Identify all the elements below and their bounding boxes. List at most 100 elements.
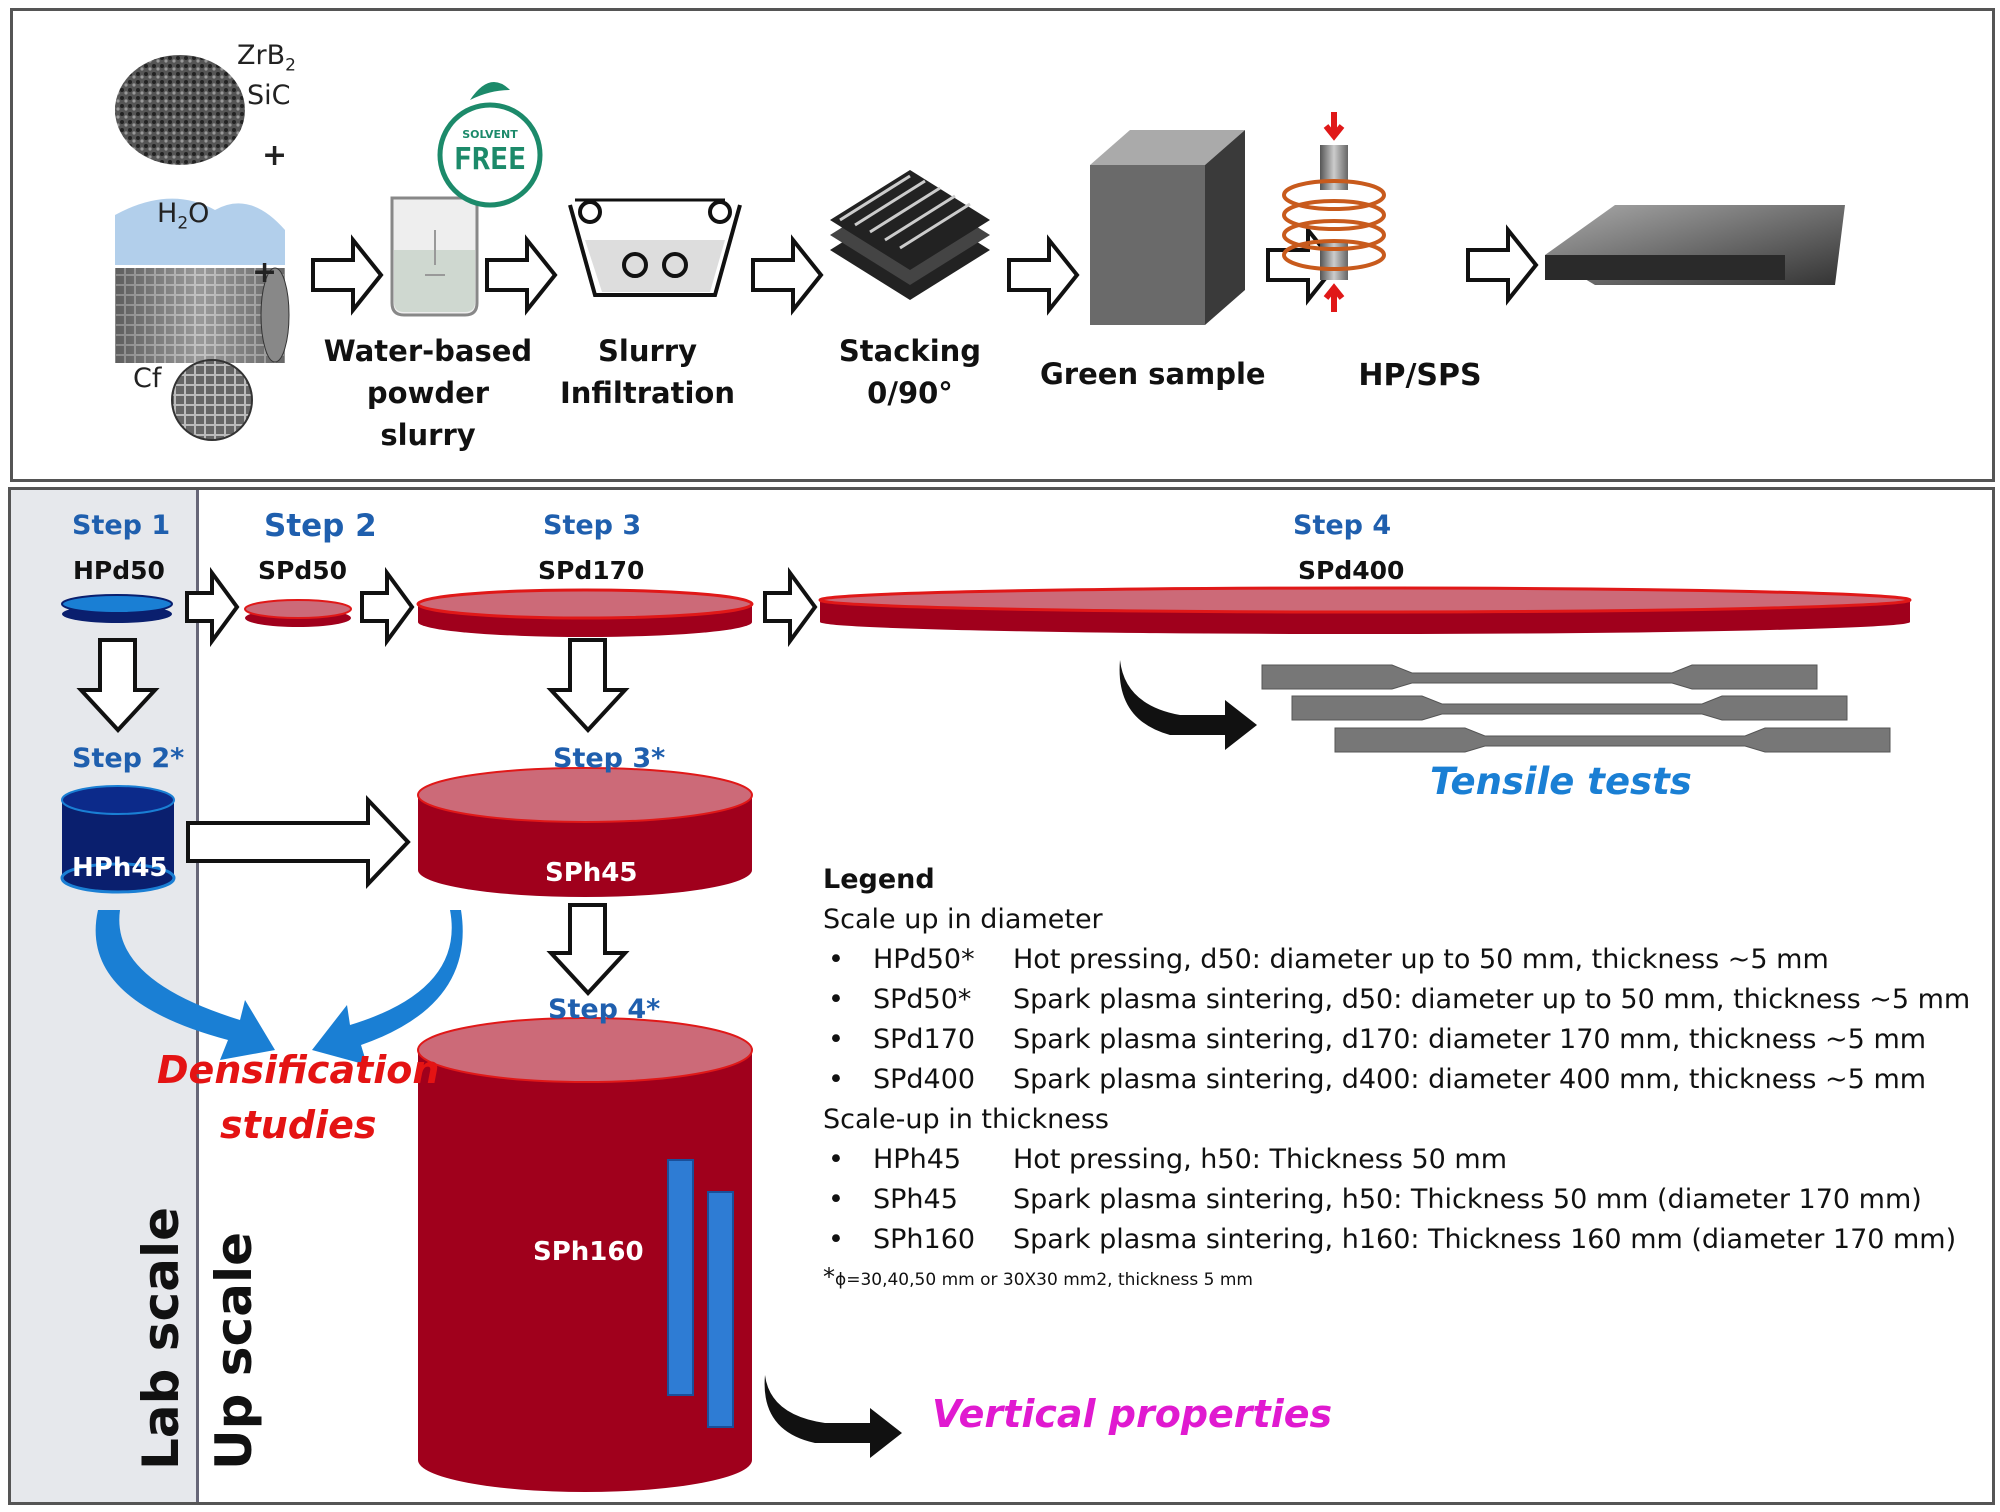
legend-code: SPd50*: [873, 984, 972, 1015]
legend-item: • SPh45 Spark plasma sintering, h50: Thi…: [823, 1180, 1993, 1220]
legend-bullet: •: [828, 984, 844, 1015]
legend-code: HPd50*: [873, 944, 975, 975]
legend-code: SPd400: [873, 1064, 976, 1095]
plus-sign-1: +: [262, 138, 288, 173]
step-3-label: Step 3: [543, 510, 642, 541]
legend: Legend Scale up in diameter • HPd50* Hot…: [823, 860, 1993, 1297]
spd50-code: SPd50: [258, 556, 348, 585]
legend-bullet: •: [828, 1024, 844, 1055]
legend-item: • HPh45 Hot pressing, h50: Thickness 50 …: [823, 1140, 1993, 1180]
sic-label: SiC: [247, 80, 291, 111]
legend-bullet: •: [828, 1184, 844, 1215]
tensile-arrow: [1119, 660, 1257, 750]
spd170-disk: [416, 588, 754, 637]
hph45-to-sph45-arrow: [186, 795, 411, 889]
green-sample-cube: [1090, 130, 1245, 325]
sph160-cylinder: [417, 1017, 753, 1492]
legend-desc: Hot pressing, h50: Thickness 50 mm: [1013, 1144, 1508, 1175]
step-stacking-label: Stacking 0/90°: [820, 330, 1000, 414]
legend-desc: Spark plasma sintering, d400: diameter 4…: [1013, 1064, 1927, 1095]
legend-code: SPh160: [873, 1224, 976, 1255]
lab-scale-label: Lab scale: [132, 1207, 190, 1470]
plus-sign-2: +: [252, 255, 278, 290]
vertical-arrow: [764, 1375, 902, 1458]
powder-image: [115, 55, 245, 165]
step-hp-sps-label: HP/SPS: [1335, 355, 1505, 397]
stacking-layers-image: [830, 170, 990, 300]
legend-desc: Spark plasma sintering, d170: diameter 1…: [1013, 1024, 1927, 1055]
solvent-free-text-line1: SOLVENT: [462, 128, 518, 141]
legend-bullet: •: [828, 944, 844, 975]
spd400-disk: [818, 586, 1912, 634]
step-water-based-slurry-label: Water-based powder slurry: [318, 330, 538, 456]
densification-label-line2: studies: [220, 1103, 377, 1147]
spd170-code: SPd170: [538, 556, 645, 585]
legend-footnote: *ϕ=30,40,50 mm or 30X30 mm2, thickness 5…: [823, 1260, 1993, 1297]
vertical-properties-label: Vertical properties: [932, 1392, 1333, 1436]
legend-desc: Hot pressing, d50: diameter up to 50 mm,…: [1013, 944, 1829, 975]
sph45-code: SPh45: [545, 858, 638, 888]
up-scale-label: Up scale: [205, 1232, 263, 1470]
legend-item: • SPd50* Spark plasma sintering, d50: di…: [823, 980, 1993, 1020]
solvent-free-badge: [437, 82, 543, 208]
step-1-label: Step 1: [72, 510, 171, 541]
legend-diameter-heading: Scale up in diameter: [823, 904, 1103, 935]
zrb2-label: ZrB2: [237, 40, 296, 76]
step-slurry-infiltration-label: Slurry Infiltration: [555, 330, 740, 414]
legend-title: Legend: [823, 864, 935, 895]
scaleup-panel: [8, 487, 1995, 1505]
infiltration-tank-image: [568, 198, 742, 297]
legend-code: HPh45: [873, 1144, 962, 1175]
carbon-weave-zoom: [171, 359, 253, 441]
tensile-tests-label: Tensile tests: [1430, 760, 1692, 803]
legend-thickness-heading: Scale-up in thickness: [823, 1104, 1109, 1135]
footnote-text: ϕ=30,40,50 mm or 30X30 mm2, thickness 5 …: [835, 1270, 1253, 1290]
sph160-code: SPh160: [533, 1237, 644, 1267]
final-composite-plate: [1545, 205, 1845, 285]
sph45-cylinder: [417, 767, 753, 897]
cf-label: Cf: [133, 363, 162, 394]
legend-desc: Spark plasma sintering, h160: Thickness …: [1013, 1224, 1957, 1255]
legend-desc: Spark plasma sintering, h50: Thickness 5…: [1013, 1184, 1922, 1215]
legend-code: SPd170: [873, 1024, 976, 1055]
carbon-fiber-image: [115, 267, 290, 363]
process-step-line: Green sample: [1040, 357, 1266, 391]
hpd50-code: HPd50: [73, 556, 165, 585]
process-illustrations: [115, 55, 1845, 441]
process-step-line: Slurry Infiltration: [560, 334, 735, 410]
densification-label-line1: Densification: [157, 1048, 440, 1092]
thickness-arrows: [76, 638, 630, 996]
beaker-image: [390, 196, 479, 317]
legend-code: SPh45: [873, 1184, 958, 1215]
legend-item: • HPd50* Hot pressing, d50: diameter up …: [823, 940, 1993, 980]
step-2-star-label: Step 2*: [72, 743, 185, 774]
legend-desc: Spark plasma sintering, d50: diameter up…: [1013, 984, 1971, 1015]
water-image: [115, 198, 285, 265]
legend-bullet: •: [828, 1224, 844, 1255]
spd400-code: SPd400: [1298, 556, 1405, 585]
densification-arrow-right: [312, 910, 463, 1065]
press-image: [1282, 112, 1386, 312]
densification-arrow-left: [95, 910, 275, 1060]
step-2-label: Step 2: [264, 508, 377, 544]
process-step-line: Water-based powder slurry: [323, 334, 533, 452]
step-4-label: Step 4: [1293, 510, 1392, 541]
step-3-star-label: Step 3*: [553, 743, 666, 774]
hph45-cylinder: [60, 785, 176, 894]
legend-item: • SPd400 Spark plasma sintering, d400: d…: [823, 1060, 1993, 1100]
process-step-line: Stacking 0/90°: [838, 334, 982, 410]
spd50-disk: [244, 599, 352, 627]
solvent-free-text-line2: FREE: [453, 142, 527, 177]
legend-bullet: •: [828, 1144, 844, 1175]
footnote-star: *: [823, 1263, 835, 1291]
hph45-code: HPh45: [72, 853, 168, 883]
h2o-label: H2O: [157, 198, 210, 234]
tensile-specimens: [1261, 664, 1891, 753]
step-4-star-label: Step 4*: [548, 994, 661, 1025]
legend-item: • SPh160 Spark plasma sintering, h160: T…: [823, 1220, 1993, 1260]
process-step-line: HP/SPS: [1358, 358, 1482, 393]
hpd50-disk: [61, 594, 173, 623]
diameter-arrows: [185, 566, 818, 648]
legend-item: • SPd170 Spark plasma sintering, d170: d…: [823, 1020, 1993, 1060]
step-green-sample-label: Green sample: [1040, 353, 1266, 395]
